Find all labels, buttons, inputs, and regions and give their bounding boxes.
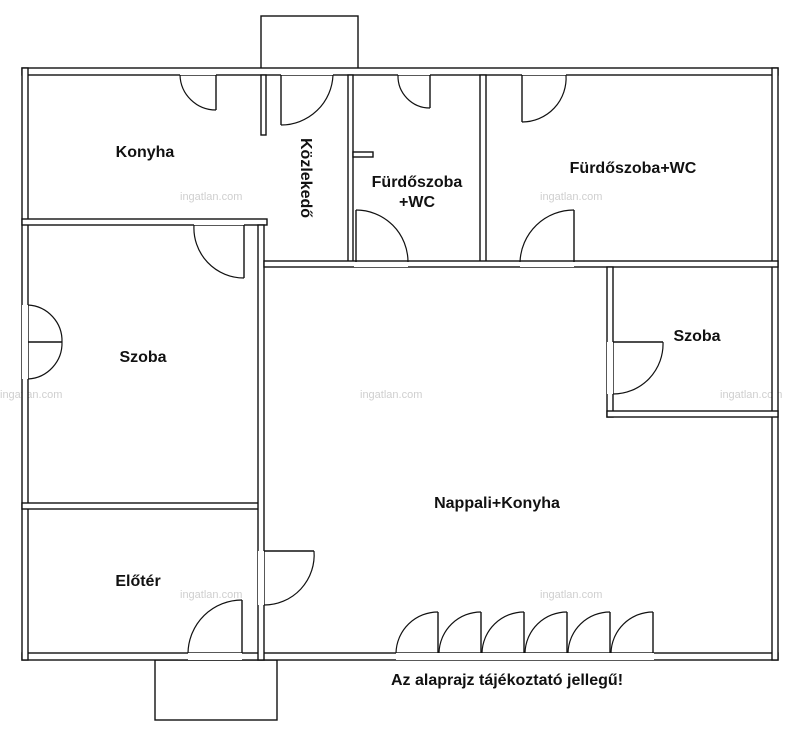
door-icon [519, 209, 575, 267]
door-icon [280, 69, 334, 126]
door-icon [397, 69, 431, 109]
watermark: ingatlan.com [720, 389, 782, 401]
window-icon [567, 611, 611, 654]
disclaimer-note: Az alaprajz tájékoztató jellegű! [391, 672, 623, 689]
room-label-konyha: Konyha [116, 144, 175, 161]
room-label-furdoszoba-line1: Fürdőszoba [372, 174, 463, 191]
window-icon [610, 611, 654, 654]
window-icon [438, 611, 482, 654]
room-label-szoba-right: Szoba [673, 328, 720, 345]
watermark: ingatlan.com [540, 191, 602, 203]
door-icon [258, 550, 315, 606]
room-label-szoba-left: Szoba [119, 349, 166, 366]
door-icon [179, 69, 217, 111]
door-icon [607, 341, 664, 395]
window-icon [395, 611, 439, 654]
room-labels: Konyha Közlekedő Fürdőszoba +WC Fürdőszo… [115, 138, 720, 590]
entrance-door-icon [187, 599, 243, 660]
chimney-outline [260, 15, 359, 71]
watermark: ingatlan.com [180, 589, 242, 601]
watermark: ingatlan.com [0, 389, 62, 401]
watermark-layer: ingatlan.com ingatlan.com ingatlan.com i… [0, 191, 782, 601]
window-row [395, 611, 654, 660]
watermark: ingatlan.com [360, 389, 422, 401]
window-icon [524, 611, 568, 654]
door-icon [521, 69, 567, 123]
room-label-nappali-konyha: Nappali+Konyha [434, 495, 560, 512]
watermark: ingatlan.com [180, 191, 242, 203]
doors [22, 69, 664, 660]
door-icon [354, 209, 409, 267]
room-label-eloter: Előtér [115, 573, 160, 590]
entrance-step [154, 659, 278, 721]
watermark: ingatlan.com [540, 589, 602, 601]
window-door-icon [22, 304, 63, 380]
room-label-furdoszoba-line2: +WC [399, 194, 435, 211]
window-icon [481, 611, 525, 654]
room-label-kozlekedo: Közlekedő [297, 138, 314, 218]
door-icon [193, 220, 245, 279]
room-label-furdoszoba-wc: Fürdőszoba+WC [570, 160, 697, 177]
